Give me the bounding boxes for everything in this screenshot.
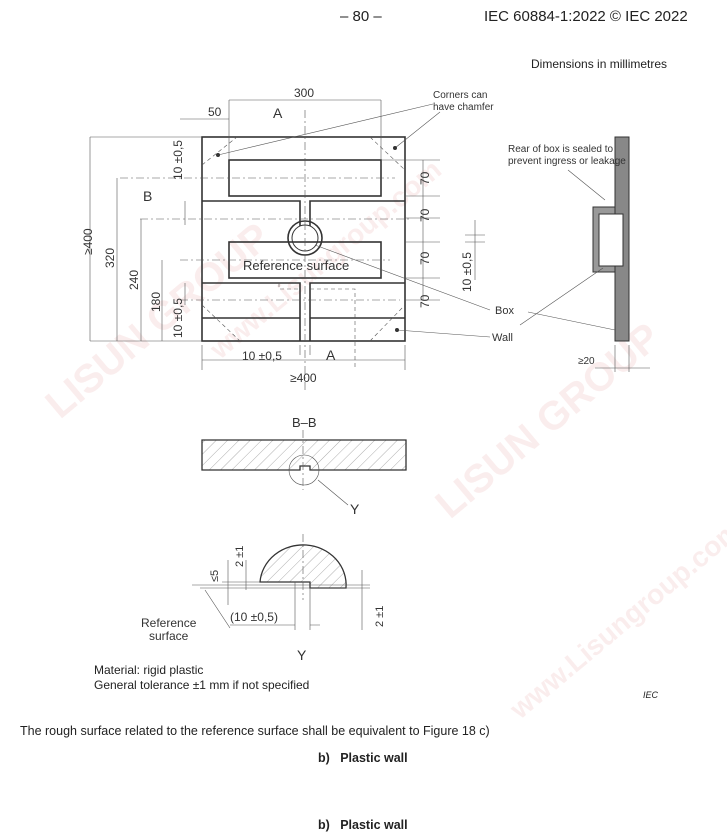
dim-70-1: 70 [418,171,432,185]
body-text: The rough surface related to the referen… [20,724,490,738]
dim-70-2: 70 [418,208,432,222]
dim-10-bottom: 10 ±0,5 [242,349,282,363]
rear-sealed-label-2: prevent ingress or leakage [508,156,626,167]
iec-mark: IEC [643,690,659,700]
dim-2-top: 2 ±1 [234,546,246,567]
side-view: Rear of box is sealed to prevent ingress… [508,136,650,372]
standard-header: IEC 60884-1:2022 © IEC 2022 [484,8,688,25]
section-b: B [143,188,152,204]
material-note: Material: rigid plastic [94,663,204,677]
dim-320: 320 [103,248,117,268]
box-label: Box [495,305,514,317]
dim-10-right: 10 ±0,5 [460,252,474,292]
detail-y-callout: Y [350,501,360,517]
rear-sealed-label-1: Rear of box is sealed to [508,144,613,155]
dim-70-3: 70 [418,251,432,265]
figure-caption-repeat: b) Plastic wall [318,818,408,832]
dim-10-top: 10 ±0,5 [171,140,185,180]
section-bb-title: B–B [292,415,317,430]
front-view: 300 50 A B A 10 ±0,5 ≥400 320 240 180 10… [81,86,514,390]
figure-caption: b) Plastic wall [318,751,408,765]
dim-20: ≥20 [578,356,595,367]
reference-surface-label: Reference surface [243,258,349,273]
section-a-bottom: A [326,347,336,363]
chamfer-label: have chamfer [433,102,494,113]
svg-text:LISUN GROUP: LISUN GROUP [428,315,669,527]
dim-300: 300 [294,86,314,100]
page-number: – 80 – [340,8,382,25]
dim-50: 50 [208,105,222,119]
dim-5: ≤5 [209,570,221,582]
dim-400-width: ≥400 [290,371,317,385]
tolerance-note: General tolerance ±1 mm if not specified [94,678,310,692]
dim-2-right: 2 ±1 [374,606,386,627]
wall-label: Wall [492,332,513,344]
detail-y: ≤5 2 ±1 2 ±1 (10 ±0,5) Reference surface… [141,534,386,663]
corners-label: Corners can [433,90,487,101]
dim-10-left: 10 ±0,5 [171,298,185,338]
reference-label-1: Reference [141,616,197,630]
detail-y-title: Y [297,647,307,663]
dim-10-detail: (10 ±0,5) [230,610,278,624]
dim-240: 240 [127,270,141,290]
dimensions-note: Dimensions in millimetres [531,57,668,71]
svg-text:www.Lisungroup.com: www.Lisungroup.com [503,514,727,726]
dim-70-4: 70 [418,294,432,308]
section-a-top: A [273,105,283,121]
dim-180: 180 [149,292,163,312]
section-bb: B–B Y [201,415,407,517]
dim-400-height: ≥400 [81,228,95,255]
reference-label-2: surface [149,629,189,643]
